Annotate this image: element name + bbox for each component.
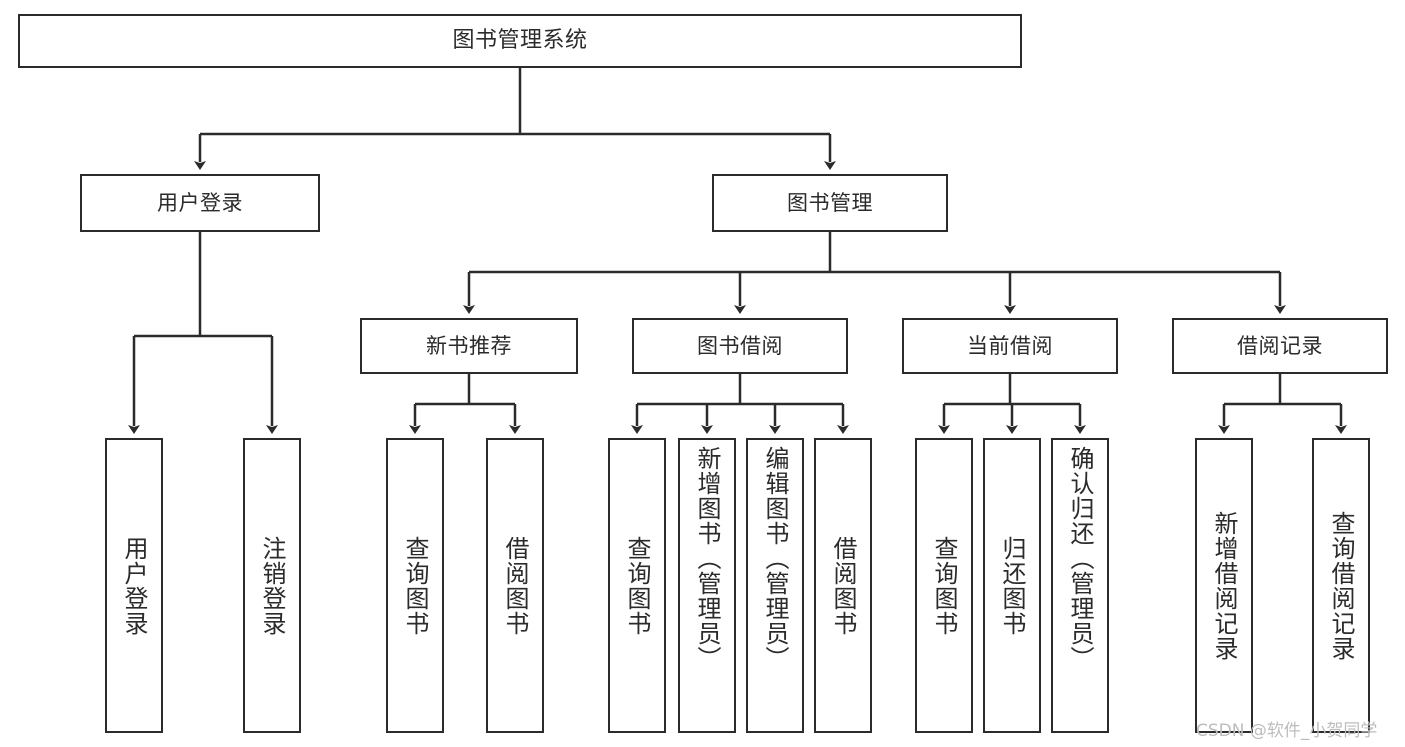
node-leaf-user-logout-label: 注销登录 (258, 535, 286, 636)
node-leaf-query-borrow-record-label: 查询借阅记录 (1327, 510, 1355, 661)
node-leaf-query-borrow-record[interactable]: 查询借阅记录 (1312, 438, 1370, 733)
node-leaf-add-borrow-record-label: 新增借阅记录 (1210, 510, 1238, 661)
edge-bookmanage-to-level3 (463, 232, 1286, 314)
node-book-borrow-label: 图书借阅 (697, 333, 783, 358)
node-leaf-query-book-borrow-label: 查询图书 (623, 535, 651, 636)
node-root-label: 图书管理系统 (452, 28, 588, 54)
node-leaf-user-logout[interactable]: 注销登录 (243, 438, 301, 733)
node-borrow-record-label: 借阅记录 (1237, 333, 1323, 358)
node-leaf-borrow-book[interactable]: 借阅图书 (814, 438, 872, 733)
node-leaf-edit-book-label: 编辑图书（管理员） (761, 446, 789, 671)
node-leaf-borrow-book-rec[interactable]: 借阅图书 (486, 438, 544, 733)
node-leaf-borrow-book-label: 借阅图书 (829, 535, 857, 636)
node-leaf-add-book-label: 新增图书（管理员） (693, 446, 721, 671)
node-leaf-add-book[interactable]: 新增图书（管理员） (678, 438, 736, 733)
node-leaf-query-book-rec-label: 查询图书 (401, 535, 429, 636)
node-current-borrow[interactable]: 当前借阅 (902, 318, 1118, 374)
node-leaf-query-book-rec[interactable]: 查询图书 (386, 438, 444, 733)
node-new-book-recommend[interactable]: 新书推荐 (360, 318, 578, 374)
node-leaf-confirm-return-label: 确认归还（管理员） (1066, 446, 1094, 671)
node-leaf-return-book-label: 归还图书 (998, 535, 1026, 636)
node-borrow-record[interactable]: 借阅记录 (1172, 318, 1388, 374)
node-leaf-user-login-label: 用户登录 (120, 535, 148, 636)
edge-borrowrecord-to-leaves (1218, 374, 1347, 434)
node-leaf-user-login[interactable]: 用户登录 (105, 438, 163, 733)
node-book-borrow[interactable]: 图书借阅 (632, 318, 848, 374)
edge-currentborrow-to-leaves (938, 374, 1086, 434)
edge-newbook-to-leaves (409, 374, 521, 434)
node-user-login-label: 用户登录 (157, 190, 243, 215)
csdn-watermark: CSDN @软件_小贺同学 (1196, 721, 1378, 741)
node-root[interactable]: 图书管理系统 (18, 14, 1022, 68)
node-user-login[interactable]: 用户登录 (80, 174, 320, 232)
edge-userlogin-to-leaves (128, 232, 278, 434)
node-book-manage[interactable]: 图书管理 (712, 174, 948, 232)
node-leaf-return-book[interactable]: 归还图书 (983, 438, 1041, 733)
edge-bookborrow-to-leaves (631, 374, 849, 434)
node-leaf-add-borrow-record[interactable]: 新增借阅记录 (1195, 438, 1253, 733)
edge-root-to-level2 (194, 68, 836, 170)
node-leaf-confirm-return[interactable]: 确认归还（管理员） (1051, 438, 1109, 733)
node-leaf-query-book-borrow[interactable]: 查询图书 (608, 438, 666, 733)
node-book-manage-label: 图书管理 (787, 190, 873, 215)
node-current-borrow-label: 当前借阅 (967, 333, 1053, 358)
node-leaf-query-book-current-label: 查询图书 (930, 535, 958, 636)
node-leaf-query-book-current[interactable]: 查询图书 (915, 438, 973, 733)
node-leaf-borrow-book-rec-label: 借阅图书 (501, 535, 529, 636)
node-leaf-edit-book[interactable]: 编辑图书（管理员） (746, 438, 804, 733)
node-new-book-recommend-label: 新书推荐 (426, 333, 512, 358)
